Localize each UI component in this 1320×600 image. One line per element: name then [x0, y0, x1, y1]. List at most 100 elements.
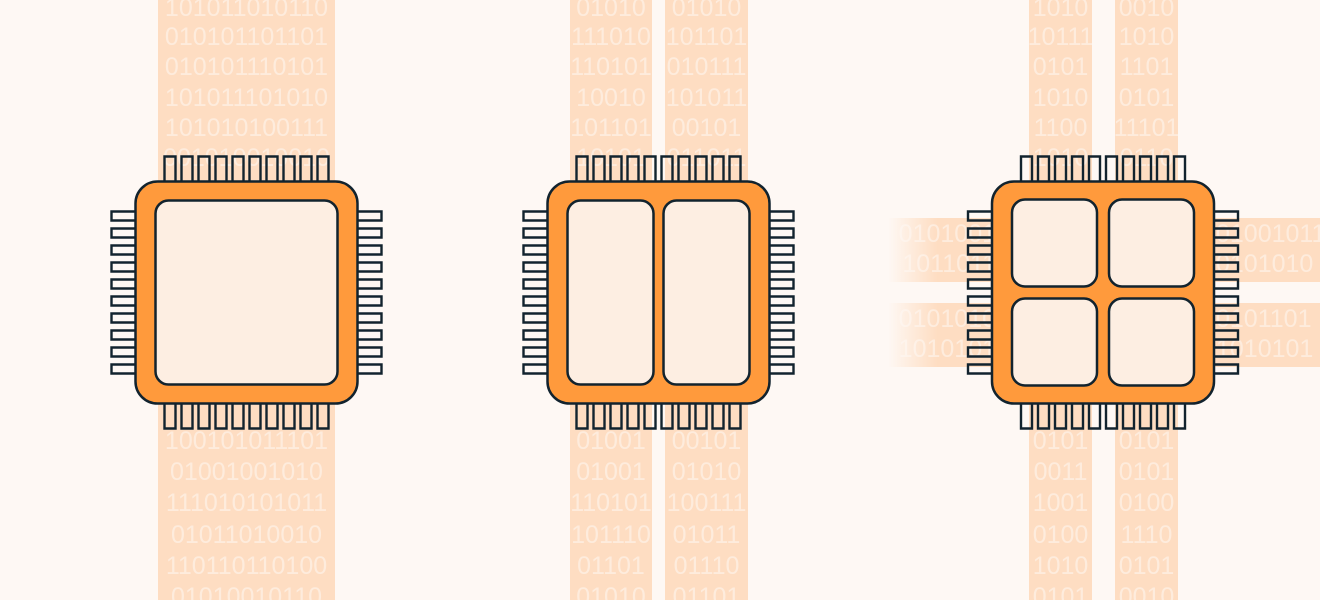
- pin-bottom: [626, 403, 640, 430]
- cpu-core: [1107, 297, 1196, 387]
- pin-left: [110, 312, 136, 324]
- binary-text: 0101: [1033, 427, 1089, 455]
- binary-text: 101011101010: [165, 84, 328, 112]
- cpu-core: [1010, 297, 1099, 387]
- pin-right: [769, 278, 795, 290]
- binary-text: 0101: [1033, 583, 1089, 600]
- binary-text: 001010010010: [163, 144, 330, 172]
- binary-text: 01011010010: [171, 521, 322, 549]
- pin-top: [677, 155, 691, 182]
- pin-left: [966, 312, 992, 324]
- pin-right: [769, 346, 795, 358]
- binary-text: 01001011: [1216, 220, 1320, 248]
- binary-text: 101011010110: [165, 0, 328, 22]
- binary-text: 110101: [570, 489, 652, 517]
- binary-text: 10010: [576, 84, 646, 112]
- binary-text: 01010: [576, 0, 646, 22]
- binary-text: 01010: [672, 0, 742, 22]
- pin-bottom: [163, 403, 177, 430]
- stripe-fade: [888, 218, 978, 282]
- pin-bottom: [1121, 403, 1136, 430]
- binary-text: 0101: [1119, 84, 1175, 112]
- pin-top: [1155, 155, 1170, 182]
- pin-top: [575, 155, 589, 182]
- pin-bottom: [677, 403, 691, 430]
- pin-right: [769, 312, 795, 324]
- pin-right: [1214, 329, 1240, 341]
- pin-left: [522, 210, 548, 222]
- binary-text: 01010: [576, 583, 646, 600]
- pin-left: [966, 295, 992, 307]
- pin-left: [522, 329, 548, 341]
- pin-left: [110, 278, 136, 290]
- binary-text: 111010101011: [166, 489, 327, 517]
- stripe-band: [665, 403, 748, 600]
- pin-top: [1121, 155, 1136, 182]
- pin-bottom: [1019, 403, 1034, 430]
- binary-text: 0101: [1119, 552, 1175, 580]
- pin-right: [1214, 346, 1240, 358]
- pin-top: [299, 155, 313, 182]
- pin-right: [1214, 210, 1240, 222]
- pin-right: [1214, 261, 1240, 273]
- binary-text: 0101: [1119, 458, 1175, 486]
- binary-text: 01101: [577, 552, 645, 580]
- pin-left: [110, 210, 136, 222]
- pin-top: [660, 155, 674, 182]
- pin-left: [522, 346, 548, 358]
- binary-text: 100101011101: [165, 427, 328, 455]
- pin-bottom: [1087, 403, 1102, 430]
- pin-top: [643, 155, 657, 182]
- binary-text: 110101: [570, 53, 652, 81]
- pin-bottom: [316, 403, 330, 430]
- binary-text: 0100: [1033, 521, 1089, 549]
- pin-left: [966, 363, 992, 375]
- pin-right: [357, 329, 383, 341]
- pin-bottom: [180, 403, 194, 430]
- pin-bottom: [575, 403, 589, 430]
- pin-bottom: [197, 403, 211, 430]
- pin-left: [110, 346, 136, 358]
- pin-top: [1053, 155, 1068, 182]
- pin-top: [711, 155, 725, 182]
- pin-right: [769, 244, 795, 256]
- stripe-fade: [888, 303, 978, 367]
- pin-left: [522, 227, 548, 239]
- pin-bottom: [231, 403, 245, 430]
- pin-top: [197, 155, 211, 182]
- pin-top: [626, 155, 640, 182]
- pin-left: [966, 278, 992, 290]
- stripe-band: [1029, 403, 1092, 600]
- binary-text: 110110110100: [166, 552, 327, 580]
- binary-text: 0101: [1119, 427, 1175, 455]
- binary-text: 1010: [1033, 84, 1089, 112]
- stripe-band: [1115, 403, 1178, 600]
- pin-bottom: [265, 403, 279, 430]
- pin-left: [110, 244, 136, 256]
- binary-text: 00101: [672, 427, 742, 455]
- binary-text: 10111: [1028, 23, 1094, 51]
- binary-text: 01010010110: [171, 583, 322, 600]
- cpu-core: [154, 199, 339, 386]
- pin-right: [769, 363, 795, 375]
- pin-top: [1019, 155, 1034, 182]
- pin-top: [265, 155, 279, 182]
- cpu-core: [566, 199, 655, 386]
- pin-left: [522, 261, 548, 273]
- pin-bottom: [1053, 403, 1068, 430]
- pin-bottom: [592, 403, 606, 430]
- pin-bottom: [728, 403, 742, 430]
- pin-left: [110, 295, 136, 307]
- binary-text: 101110: [571, 521, 651, 549]
- pin-left: [110, 227, 136, 239]
- pin-top: [694, 155, 708, 182]
- pin-bottom: [643, 403, 657, 430]
- pin-left: [522, 363, 548, 375]
- pin-right: [769, 261, 795, 273]
- pin-right: [769, 295, 795, 307]
